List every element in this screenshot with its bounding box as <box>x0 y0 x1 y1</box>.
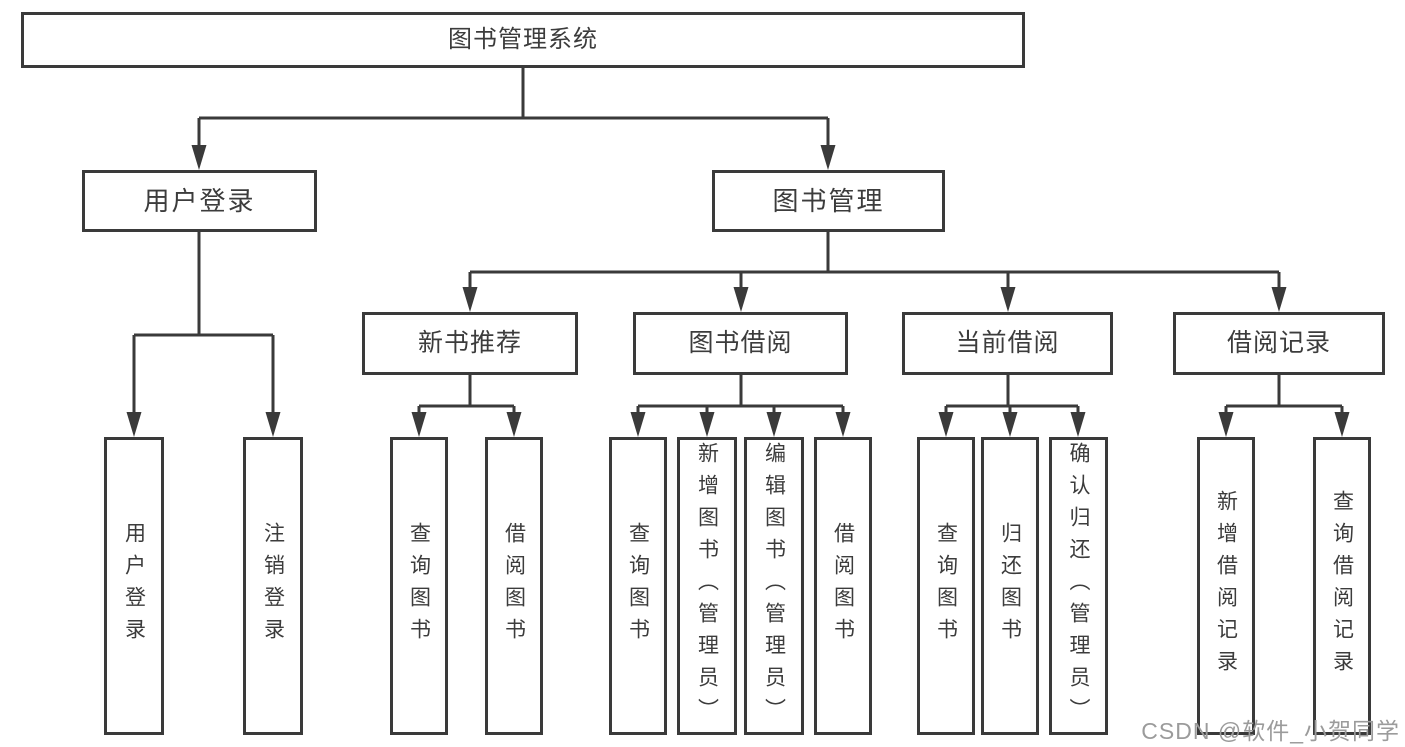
leaf-logout: 注销登录 <box>243 437 303 735</box>
node-user-login: 用户登录 <box>82 170 317 232</box>
leaf-query-books-current: 查询图书 <box>917 437 975 735</box>
leaf-user-login: 用户登录 <box>104 437 164 735</box>
leaf-edit-book-admin: 编辑图书（管理员） <box>744 437 804 735</box>
node-library-system: 图书管理系统 <box>21 12 1025 68</box>
leaf-query-borrow-record: 查询借阅记录 <box>1313 437 1371 735</box>
leaf-add-borrow-record: 新增借阅记录 <box>1197 437 1255 735</box>
node-book-borrow: 图书借阅 <box>633 312 848 375</box>
node-borrow-records: 借阅记录 <box>1173 312 1385 375</box>
leaf-confirm-return-admin: 确认归还（管理员） <box>1049 437 1108 735</box>
node-book-management: 图书管理 <box>712 170 945 232</box>
leaf-query-books-borrow: 查询图书 <box>609 437 667 735</box>
leaf-query-books-recommend: 查询图书 <box>390 437 448 735</box>
leaf-add-book-admin: 新增图书（管理员） <box>677 437 737 735</box>
leaf-borrow-books-recommend: 借阅图书 <box>485 437 543 735</box>
leaf-borrow-books: 借阅图书 <box>814 437 872 735</box>
node-new-book-recommend: 新书推荐 <box>362 312 578 375</box>
node-current-borrow: 当前借阅 <box>902 312 1113 375</box>
csdn-watermark: CSDN @软件_小贺同学 <box>1141 718 1400 744</box>
leaf-return-books: 归还图书 <box>981 437 1039 735</box>
